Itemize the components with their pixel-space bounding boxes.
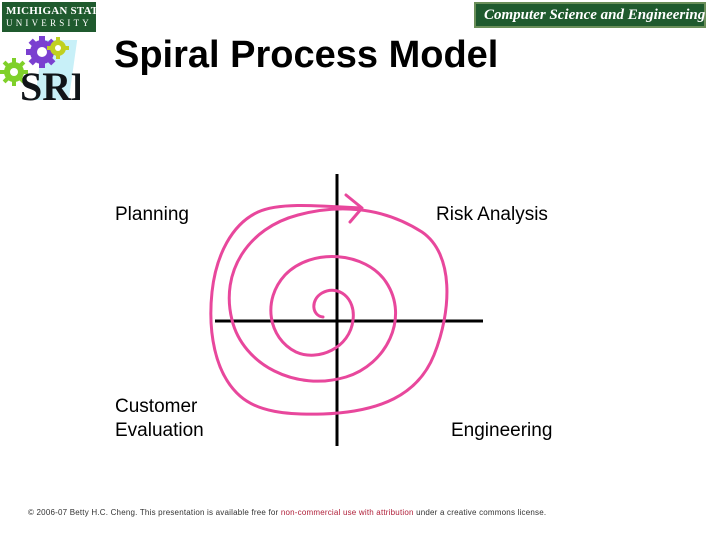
footer-license-link[interactable]: non-commercial use with attribution [280,508,414,517]
msu-logo: MICHIGAN STATE UNIVERSITY [2,2,106,32]
footer-prefix: © 2006-07 Betty H.C. Cheng. This present… [28,508,281,517]
quadrant-label-planning: Planning [115,204,189,225]
copyright-footer: © 2006-07 Betty H.C. Cheng. This present… [28,508,546,517]
spiral-curve [209,203,449,416]
quadrant-label-engineering: Engineering [451,420,553,441]
spiral-arrowhead-icon [344,193,364,224]
sre-gear-logo-icon: SRE [0,36,80,106]
quadrant-label-customer-evaluation: Customer Evaluation [115,395,204,443]
cse-banner-text: Computer Science and Engineering [484,7,706,23]
msu-logo-line1: MICHIGAN STATE [6,5,106,17]
svg-text:SRE: SRE [20,64,80,106]
msu-logo-line2: UNIVERSITY [6,18,92,28]
quadrant-label-customer-evaluation-line2: Evaluation [115,420,204,441]
footer-suffix: under a creative commons license. [413,508,547,517]
quadrant-label-risk-analysis: Risk Analysis [436,204,548,225]
quadrant-label-customer-evaluation-line1: Customer [115,396,198,417]
cse-banner: Computer Science and Engineering [474,2,706,28]
page-title: Spiral Process Model [114,34,499,76]
